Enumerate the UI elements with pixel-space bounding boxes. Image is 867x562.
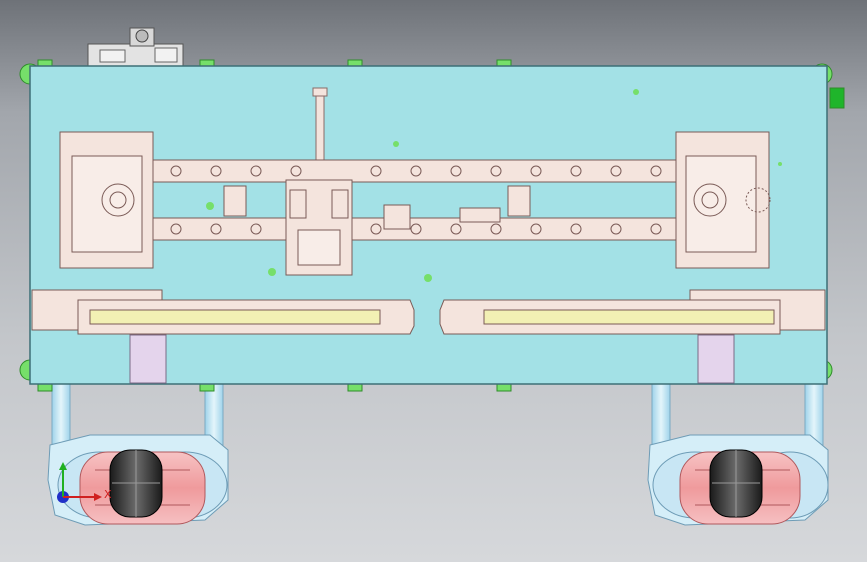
triad-x-label: X <box>104 488 112 501</box>
top-mechanism-icon <box>87 27 184 67</box>
left-drive-box <box>59 131 154 269</box>
sensor-dots <box>206 89 782 282</box>
right-transfer-rail <box>439 289 826 384</box>
coordinate-triad-icon <box>57 462 102 503</box>
left-transfer-rail <box>31 289 415 384</box>
right-foot-assembly <box>647 434 829 526</box>
lower-roller-rail <box>152 217 677 241</box>
side-modules <box>223 185 531 230</box>
center-gripper <box>285 179 353 276</box>
upper-roller-rail <box>152 159 677 183</box>
right-drive-box <box>675 131 771 269</box>
left-foot-assembly <box>47 434 229 526</box>
